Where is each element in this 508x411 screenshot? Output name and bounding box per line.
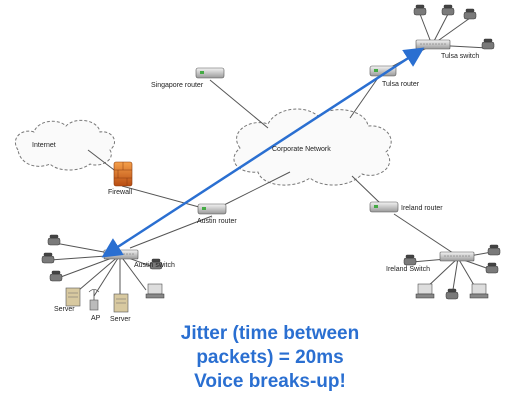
austin-pc-icon bbox=[145, 283, 165, 299]
tulsa-switch-label: Tulsa switch bbox=[441, 53, 480, 60]
jitter-path-arrow bbox=[101, 47, 425, 258]
ireland-router-label: Ireland router bbox=[401, 205, 443, 212]
server-2-icon bbox=[113, 293, 129, 313]
singapore-router-icon bbox=[195, 67, 225, 79]
ireland-pc-2-icon bbox=[469, 283, 489, 299]
singapore-router-label: Singapore router bbox=[151, 82, 204, 89]
tulsa-phone-1-icon bbox=[413, 4, 427, 16]
tulsa-phone-4-icon bbox=[481, 38, 495, 50]
ireland-pc-1-icon bbox=[415, 283, 435, 299]
caption-line-2: packets) = 20ms bbox=[196, 347, 344, 368]
server-1-label: Server bbox=[54, 306, 75, 313]
internet-cloud bbox=[14, 119, 115, 171]
tulsa-router-label: Tulsa router bbox=[382, 81, 420, 88]
austin-phone-2-icon bbox=[41, 252, 55, 264]
caption-line-3: Voice breaks-up! bbox=[194, 371, 346, 392]
server-2-label: Server bbox=[110, 316, 131, 323]
austin-phone-4-icon bbox=[149, 258, 163, 270]
server-1-icon bbox=[65, 287, 81, 307]
austin-phone-3-icon bbox=[49, 270, 63, 282]
tulsa-switch-icon bbox=[415, 39, 451, 50]
ap-label: AP bbox=[91, 315, 101, 322]
austin-router-icon bbox=[197, 203, 227, 215]
corporate-network-label: Corporate Network bbox=[272, 146, 331, 153]
austin-switch-icon bbox=[103, 249, 139, 260]
ireland-router-icon bbox=[369, 201, 399, 213]
austin-switch-label: Austin switch bbox=[134, 262, 175, 269]
ireland-phone-4-icon bbox=[487, 244, 501, 256]
austin-phone-1-icon bbox=[47, 234, 61, 246]
internet-label: Internet bbox=[32, 142, 56, 149]
tulsa-phone-3-icon bbox=[463, 8, 477, 20]
ireland-switch-label: Ireland Switch bbox=[386, 266, 430, 273]
firewall-icon bbox=[113, 161, 133, 187]
ireland-switch-icon bbox=[439, 251, 475, 262]
ireland-phone-3-icon bbox=[485, 262, 499, 274]
ireland-phone-1-icon bbox=[403, 254, 417, 266]
caption-line-1: Jitter (time between bbox=[180, 323, 360, 344]
ireland-phone-2-icon bbox=[445, 288, 459, 300]
austin-router-label: Austin router bbox=[197, 218, 237, 225]
firewall-label: Firewall bbox=[108, 189, 133, 196]
tulsa-phone-2-icon bbox=[441, 4, 455, 16]
ap-icon bbox=[88, 289, 100, 311]
